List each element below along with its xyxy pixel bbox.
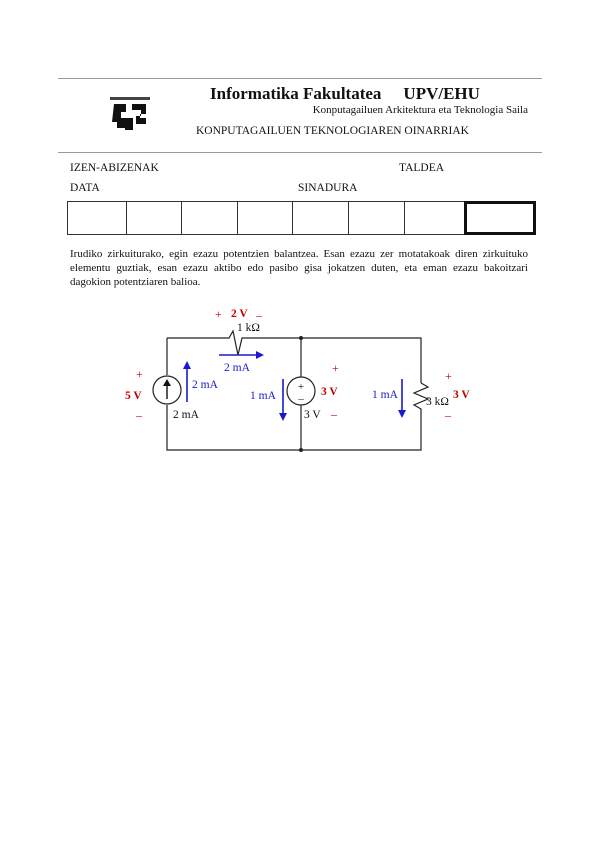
current-left-label: 2 mA [192, 379, 219, 391]
header-rule [58, 152, 542, 153]
grade-cell[interactable] [126, 201, 181, 235]
arrow-down-icon [279, 413, 287, 421]
vsource-plus: + [298, 381, 304, 393]
grade-cell[interactable] [348, 201, 404, 235]
r1-plus: + [215, 307, 222, 321]
node-dot [299, 336, 303, 340]
source-v-minus: – [330, 407, 338, 421]
arrow-up-icon [183, 361, 191, 369]
faculty-title: Informatika Fakultatea UPV/EHU [210, 84, 480, 104]
final-grade-cell[interactable] [464, 201, 536, 235]
question-text: Irudiko zirkuiturako, egin ezazu potentz… [70, 248, 528, 288]
current-mid-label: 1 mA [250, 390, 277, 402]
current-top-label: 2 mA [224, 362, 251, 374]
source-i-voltage-label: 5 V [125, 390, 142, 402]
r2-label: 3 kΩ [426, 396, 449, 408]
voltage-source [286, 376, 316, 406]
signature-label: SINADURA [298, 182, 358, 194]
current-right-label: 1 mA [372, 389, 399, 401]
source-v-voltage-label: 3 V [321, 386, 338, 398]
r2-plus: + [445, 369, 452, 383]
group-label: TALDEA [399, 162, 445, 174]
grade-cell[interactable] [237, 201, 292, 235]
r1-voltage-label: 2 V [231, 308, 248, 320]
grade-cell[interactable] [181, 201, 237, 235]
r2-minus: – [444, 408, 452, 422]
source-v-plus: + [332, 361, 339, 375]
department-name: Konputagailuen Arkitektura eta Teknologi… [312, 104, 528, 116]
top-wire [167, 329, 422, 383]
r1-label: 1 kΩ [237, 322, 260, 334]
grade-grid [67, 201, 536, 235]
source-v-label: 3 V [304, 409, 321, 421]
name-label: IZEN-ABIZENAK [70, 162, 159, 174]
grade-cell[interactable] [404, 201, 464, 235]
arrow-right-icon [256, 351, 264, 359]
date-label: DATA [70, 182, 100, 194]
r1-minus: – [255, 308, 263, 322]
source-i-minus: – [135, 408, 143, 422]
faculty-name: Informatika Fakultatea [210, 84, 382, 103]
grade-cell[interactable] [67, 201, 126, 235]
source-i-plus: + [136, 367, 143, 381]
source-i-label: 2 mA [173, 409, 200, 421]
arrow-down-icon [398, 410, 406, 418]
top-rule [58, 78, 542, 79]
grade-cell[interactable] [292, 201, 348, 235]
right-branch-wire [166, 382, 430, 451]
course-name: KONPUTAGAILUEN TEKNOLOGIAREN OINARRIAK [196, 125, 469, 137]
vsource-minus: – [297, 393, 304, 405]
node-dot [299, 448, 303, 452]
university-logo [110, 97, 150, 130]
source-arrow-icon [163, 379, 171, 386]
r2-voltage-label: 3 V [453, 389, 470, 401]
university-name: UPV/EHU [403, 84, 480, 103]
